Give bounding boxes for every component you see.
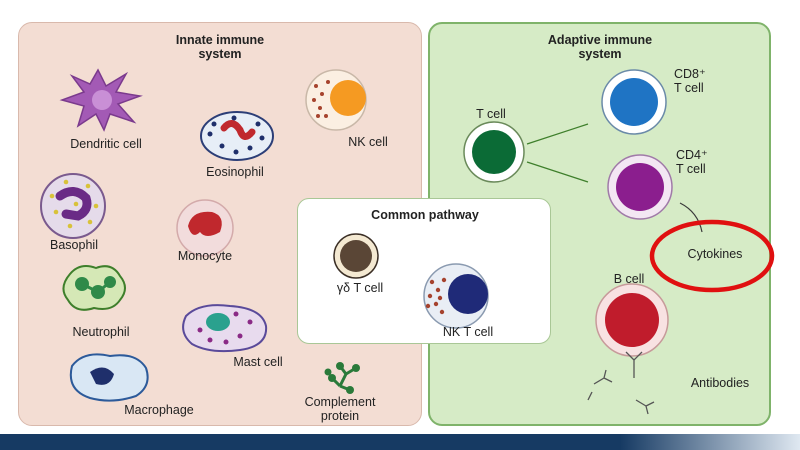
- basophil-icon: [40, 173, 106, 239]
- cytokine-line: [679, 202, 703, 233]
- label-cd8-t-cell: CD8⁺ T cell: [674, 67, 706, 95]
- nk-cell-icon: [305, 69, 367, 131]
- antibody-icons: [587, 351, 655, 415]
- innate-panel-title: Innate immune system: [175, 33, 265, 61]
- label-nk-cell: NK cell: [348, 135, 388, 149]
- gamma-delta-t-cell-icon: [333, 233, 379, 279]
- adaptive-panel-title: Adaptive immune system: [547, 33, 653, 61]
- label-neutrophil: Neutrophil: [72, 325, 130, 339]
- t-to-cd4-line: [526, 161, 589, 183]
- b-cell-icon: [595, 283, 669, 357]
- label-nkt-cell: NK T cell: [442, 325, 494, 339]
- label-gamma-delta-t-cell: γδ T cell: [336, 281, 384, 295]
- label-eosinophil: Eosinophil: [206, 165, 264, 179]
- cytokines-highlight-ring: [649, 219, 775, 293]
- label-complement-protein: Complement protein: [304, 395, 376, 423]
- common-panel-title: Common pathway: [371, 208, 479, 222]
- t-cell-icon: [463, 121, 525, 183]
- complement-protein-icon: [324, 362, 360, 394]
- t-to-cd8-line: [526, 123, 589, 145]
- eosinophil-icon: [200, 111, 274, 161]
- neutrophil-icon: [62, 265, 126, 311]
- label-b-cell: B cell: [613, 272, 645, 286]
- label-cd4-t-cell: CD4⁺ T cell: [676, 148, 708, 176]
- bottom-bar: [0, 434, 800, 450]
- macrophage-icon: [69, 353, 149, 402]
- label-t-cell: T cell: [476, 107, 506, 121]
- monocyte-icon: [176, 199, 234, 257]
- cd4-t-cell-icon: [607, 154, 673, 220]
- label-antibodies: Antibodies: [690, 376, 750, 390]
- nkt-cell-icon: [423, 263, 489, 329]
- label-dendritic-cell: Dendritic cell: [70, 137, 142, 151]
- label-monocyte: Monocyte: [177, 249, 233, 263]
- mast-cell-icon: [182, 304, 268, 353]
- label-macrophage: Macrophage: [124, 403, 194, 417]
- label-mast-cell: Mast cell: [233, 355, 283, 369]
- label-cytokines: Cytokines: [687, 247, 743, 261]
- label-basophil: Basophil: [50, 238, 98, 252]
- dendritic-cell-icon: [59, 68, 143, 132]
- bottom-bar-gradient: [620, 434, 800, 450]
- cd8-t-cell-icon: [601, 69, 667, 135]
